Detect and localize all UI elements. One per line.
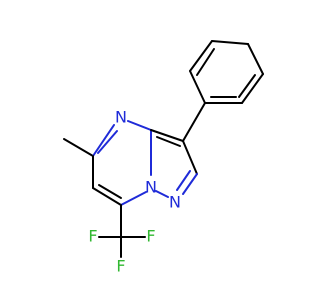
bond-methyl xyxy=(63,138,94,157)
bond-ph-1 xyxy=(189,70,206,104)
bond-ph-4 xyxy=(247,43,264,75)
atom-n1: N xyxy=(169,193,181,212)
bond-c2-n1 xyxy=(182,173,198,195)
bond-c3a-c3-double xyxy=(156,136,181,147)
bond-ph-5 xyxy=(241,73,264,104)
atom-n8: N xyxy=(145,178,157,197)
bond-ph-double-1 xyxy=(196,48,215,76)
atom-n4: N xyxy=(115,108,127,127)
bond-n1-n8 xyxy=(155,190,169,198)
bond-c3-c2 xyxy=(182,140,198,175)
atom-f-bottom: F xyxy=(116,257,125,276)
bond-c5-n4-double xyxy=(97,130,118,154)
bond-c2-n1-double xyxy=(176,170,191,191)
bonds xyxy=(63,40,264,258)
atom-labels: N N N F F F xyxy=(88,108,181,276)
bond-c3-phenyl xyxy=(182,102,206,142)
atom-f-right: F xyxy=(146,227,155,246)
bond-ph-double-2 xyxy=(238,74,256,98)
bond-c7-n8 xyxy=(120,191,147,206)
bond-c6-c7 xyxy=(92,187,122,206)
bond-ph-2 xyxy=(189,40,213,72)
molecule-canvas: N N N F F F xyxy=(63,40,264,276)
bond-c5-n4 xyxy=(92,124,115,157)
bond-n4-c3a xyxy=(127,120,152,131)
molecule-structure: N N N F F F xyxy=(63,40,264,276)
bond-ph-3 xyxy=(211,40,249,45)
bond-c3a-c3 xyxy=(150,129,184,142)
atom-f-left: F xyxy=(88,227,97,246)
bond-c6-c7-double xyxy=(98,184,122,199)
